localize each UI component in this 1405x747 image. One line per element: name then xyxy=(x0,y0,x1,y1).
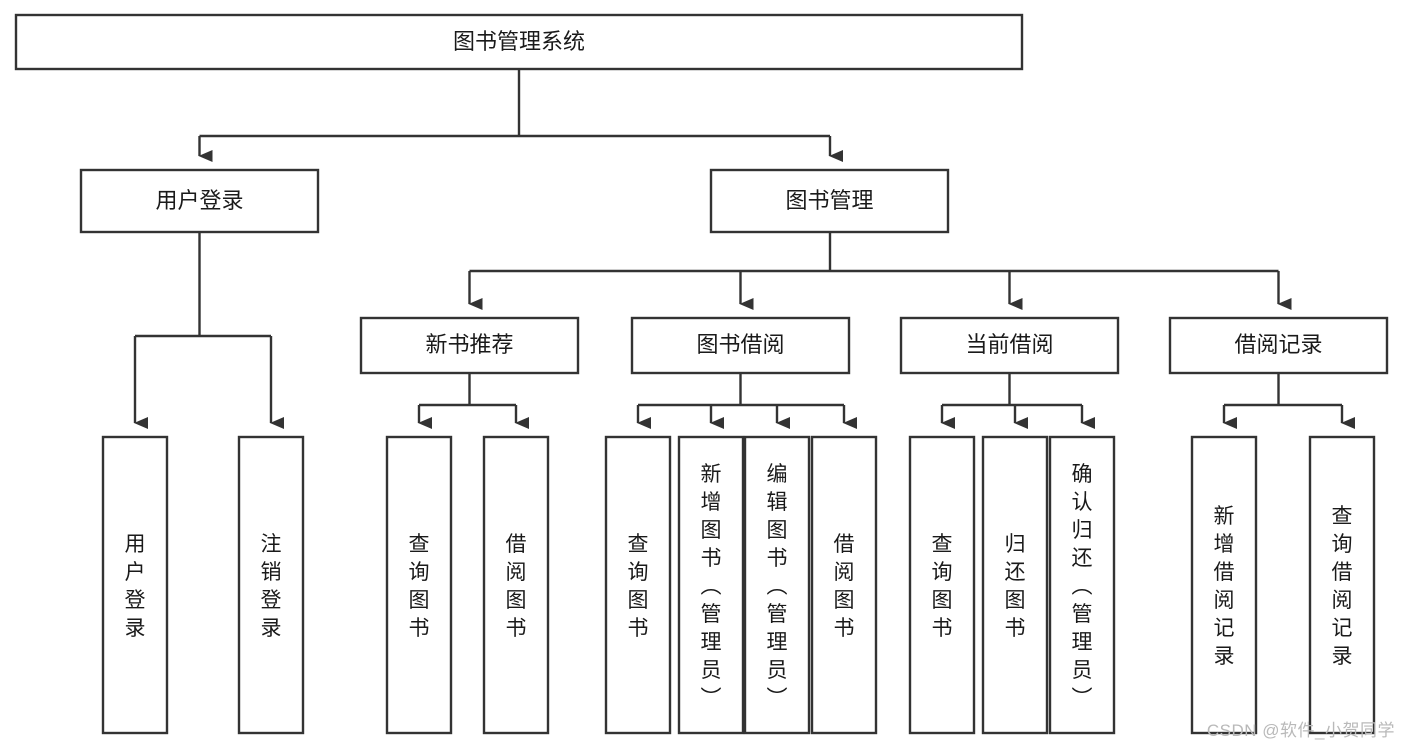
leaf-borrow-book-2-box[interactable] xyxy=(810,435,878,735)
leaf-query-book-2-label: 查询图书 xyxy=(628,533,649,640)
node-root-box[interactable] xyxy=(14,13,1024,71)
node-root-label: 图书管理系统 xyxy=(453,29,585,54)
leaf-query-book-3-label: 查询图书 xyxy=(932,533,953,640)
leaf-add-record[interactable]: 新增借阅记录 xyxy=(1190,435,1258,735)
node-borrow-record[interactable]: 借阅记录 xyxy=(1168,316,1389,375)
node-book-borrow-label: 图书借阅 xyxy=(696,332,784,357)
node-current-borrow-label: 当前借阅 xyxy=(965,332,1053,357)
node-user-login[interactable]: 用户登录 xyxy=(79,168,320,234)
leaf-borrow-book-2[interactable]: 借阅图书 xyxy=(810,435,878,735)
node-new-book-rec-label: 新书推荐 xyxy=(425,332,513,357)
leaf-query-book-2[interactable]: 查询图书 xyxy=(604,435,672,735)
leaf-user-login-label: 用户登录 xyxy=(125,533,146,640)
leaf-add-record-label: 新增借阅记录 xyxy=(1214,505,1235,668)
connector-layer xyxy=(133,69,1355,429)
leaf-borrow-book-1-box[interactable] xyxy=(482,435,550,735)
node-user-login-label: 用户登录 xyxy=(155,188,243,213)
node-new-book-rec[interactable]: 新书推荐 xyxy=(359,316,580,375)
node-book-manage-box[interactable] xyxy=(709,168,950,234)
leaf-logout-login[interactable]: 注销登录 xyxy=(237,435,305,735)
node-layer-horizontal: 图书管理系统 用户登录 图书管理 新书推荐 图书借阅 当前借阅 xyxy=(14,13,1389,375)
leaf-user-login-box[interactable] xyxy=(101,435,169,735)
leaf-borrow-book-1[interactable]: 借阅图书 xyxy=(482,435,550,735)
node-book-manage[interactable]: 图书管理 xyxy=(709,168,950,234)
leaf-return-book-box[interactable] xyxy=(981,435,1049,735)
leaf-query-book-3[interactable]: 查询图书 xyxy=(908,435,976,735)
leaf-borrow-book-2-label: 借阅图书 xyxy=(834,533,855,640)
leaf-query-book-1-label: 查询图书 xyxy=(409,533,430,640)
leaf-query-record-label: 查询借阅记录 xyxy=(1332,505,1353,668)
leaf-edit-book-label: 编辑图书︵管理员︶ xyxy=(767,463,788,710)
leaf-confirm-return-label: 确认归还︵管理员︶ xyxy=(1072,463,1093,710)
node-borrow-record-box[interactable] xyxy=(1168,316,1389,375)
leaf-query-book-1[interactable]: 查询图书 xyxy=(385,435,453,735)
node-book-borrow-box[interactable] xyxy=(630,316,851,375)
node-layer-leaves: 用户登录 注销登录 查询图书 借阅图书 查询图书 新增图书︵管理员︶ 编辑图书︵管理员︶ 借阅… xyxy=(101,435,1376,735)
leaf-add-record-box[interactable] xyxy=(1190,435,1258,735)
leaf-query-book-2-box[interactable] xyxy=(604,435,672,735)
node-book-manage-label: 图书管理 xyxy=(785,188,873,213)
node-root[interactable]: 图书管理系统 xyxy=(14,13,1024,71)
csdn-watermark: CSDN @软件_小贺同学 xyxy=(1206,721,1395,740)
node-new-book-rec-box[interactable] xyxy=(359,316,580,375)
node-current-borrow-box[interactable] xyxy=(899,316,1120,375)
leaf-confirm-return[interactable]: 确认归还︵管理员︶ xyxy=(1048,435,1116,735)
leaf-query-book-3-box[interactable] xyxy=(908,435,976,735)
leaf-return-book-label: 归还图书 xyxy=(1005,533,1026,640)
node-borrow-record-label: 借阅记录 xyxy=(1234,332,1322,357)
leaf-edit-book-box[interactable] xyxy=(743,435,811,735)
leaf-borrow-book-1-label: 借阅图书 xyxy=(506,533,527,640)
leaf-user-login[interactable]: 用户登录 xyxy=(101,435,169,735)
leaf-logout-login-label: 注销登录 xyxy=(261,533,282,640)
node-user-login-box[interactable] xyxy=(79,168,320,234)
leaf-add-book-box[interactable] xyxy=(677,435,745,735)
leaf-confirm-return-box[interactable] xyxy=(1048,435,1116,735)
leaf-query-record[interactable]: 查询借阅记录 xyxy=(1308,435,1376,735)
leaf-return-book[interactable]: 归还图书 xyxy=(981,435,1049,735)
leaf-query-book-1-box[interactable] xyxy=(385,435,453,735)
leaf-add-book-label: 新增图书︵管理员︶ xyxy=(701,463,722,710)
leaf-query-record-box[interactable] xyxy=(1308,435,1376,735)
leaf-logout-login-box[interactable] xyxy=(237,435,305,735)
leaf-edit-book[interactable]: 编辑图书︵管理员︶ xyxy=(743,435,811,735)
node-book-borrow[interactable]: 图书借阅 xyxy=(630,316,851,375)
leaf-add-book[interactable]: 新增图书︵管理员︶ xyxy=(677,435,745,735)
node-current-borrow[interactable]: 当前借阅 xyxy=(899,316,1120,375)
